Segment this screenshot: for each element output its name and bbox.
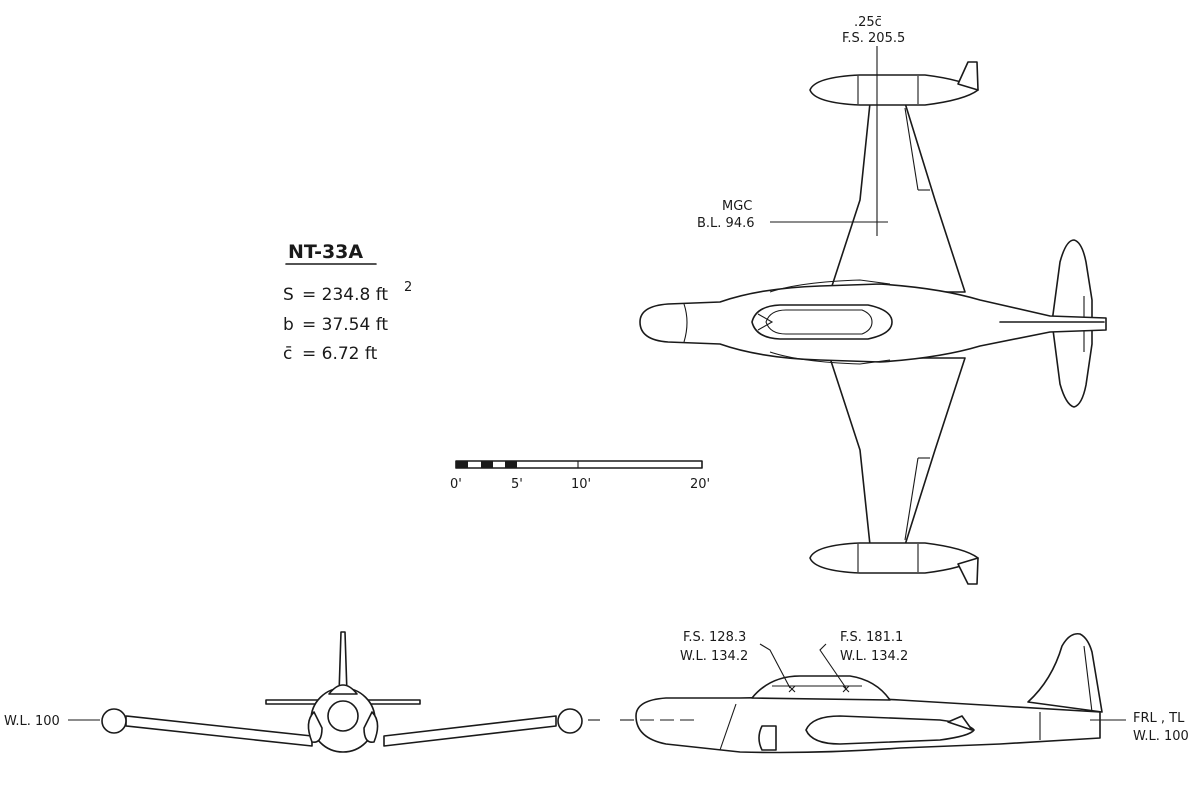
upper-tank-fin [957, 61, 979, 91]
point1-marker [788, 685, 796, 693]
front-right-tip-tank [557, 708, 583, 734]
mgc-bl: B.L. 94.6 [697, 216, 755, 231]
area-exponent: 2 [404, 280, 412, 295]
lower-aileron-line [904, 457, 919, 541]
front-nose [327, 700, 359, 732]
front-view: W.L. 100 [4, 631, 600, 753]
area-label: S [283, 285, 294, 305]
lower-tank-fin [957, 557, 979, 585]
windscreen [757, 313, 774, 331]
front-right-wing [383, 715, 557, 747]
scale-bar-segment [481, 461, 493, 468]
side-vertical-fin [1027, 632, 1103, 713]
lower-wing [829, 357, 966, 546]
point2-leader [819, 643, 847, 689]
front-left-wing [125, 715, 313, 747]
point1-fs: F.S. 128.3 [683, 630, 746, 645]
scale-tick-10: 10' [571, 477, 591, 492]
nose-cone-line [683, 303, 688, 343]
chord-label: c̄ [283, 344, 292, 364]
frl-wl: W.L. 100 [1133, 729, 1189, 744]
span-label: b [283, 315, 294, 335]
chord-value: = 6.72 ft [302, 344, 378, 364]
upper-wing [829, 102, 966, 293]
canopy-frame [765, 309, 873, 335]
panel-line [719, 703, 737, 751]
plan-view: .25c̄ F.S. 205.5 MGC B.L. 94.6 [639, 15, 1107, 585]
lower-intake-line [769, 351, 891, 365]
rudder-hinge [1083, 645, 1093, 713]
front-canopy [328, 684, 358, 695]
frl-label: FRL , TL [1133, 711, 1185, 726]
aircraft-title: NT-33A [288, 241, 363, 263]
quarter-chord-fs: F.S. 205.5 [842, 31, 905, 46]
side-canopy [751, 675, 891, 701]
side-tip-tank [805, 715, 975, 745]
upper-tip-tank [809, 74, 979, 106]
canopy [751, 304, 893, 340]
point1-leader [759, 643, 791, 689]
area-value: = 234.8 ft [302, 285, 388, 305]
lower-tip-tank [809, 542, 979, 574]
point2-wl: W.L. 134.2 [840, 649, 908, 664]
front-waterline-label: W.L. 100 [4, 714, 60, 729]
scale-tick-0: 0' [450, 477, 462, 492]
side-tank-fin [947, 715, 973, 731]
front-left-tip-tank [101, 708, 127, 734]
scale-bar: 0' 5' 10' 20' [450, 460, 710, 492]
span-value: = 37.54 ft [302, 315, 388, 335]
scale-tick-20: 20' [690, 477, 710, 492]
front-right-intake [363, 711, 379, 744]
side-intake [758, 725, 777, 751]
side-view: F.S. 128.3 W.L. 134.2 F.S. 181.1 W.L. 13… [620, 630, 1189, 754]
point2-fs: F.S. 181.1 [840, 630, 903, 645]
upper-aileron-line [904, 107, 919, 191]
quarter-chord-label: .25c̄ [854, 15, 882, 30]
scale-tick-5: 5' [511, 477, 523, 492]
mgc-label: MGC [722, 199, 752, 214]
spec-block: NT-33A S = 234.8 ft 2 b = 37.54 ft c̄ = … [283, 241, 412, 364]
upper-intake-line [769, 279, 891, 293]
scale-bar-segment [505, 461, 517, 468]
front-left-intake [307, 711, 323, 744]
point1-wl: W.L. 134.2 [680, 649, 748, 664]
scale-bar-segment [456, 461, 468, 468]
point2-marker [842, 685, 850, 693]
